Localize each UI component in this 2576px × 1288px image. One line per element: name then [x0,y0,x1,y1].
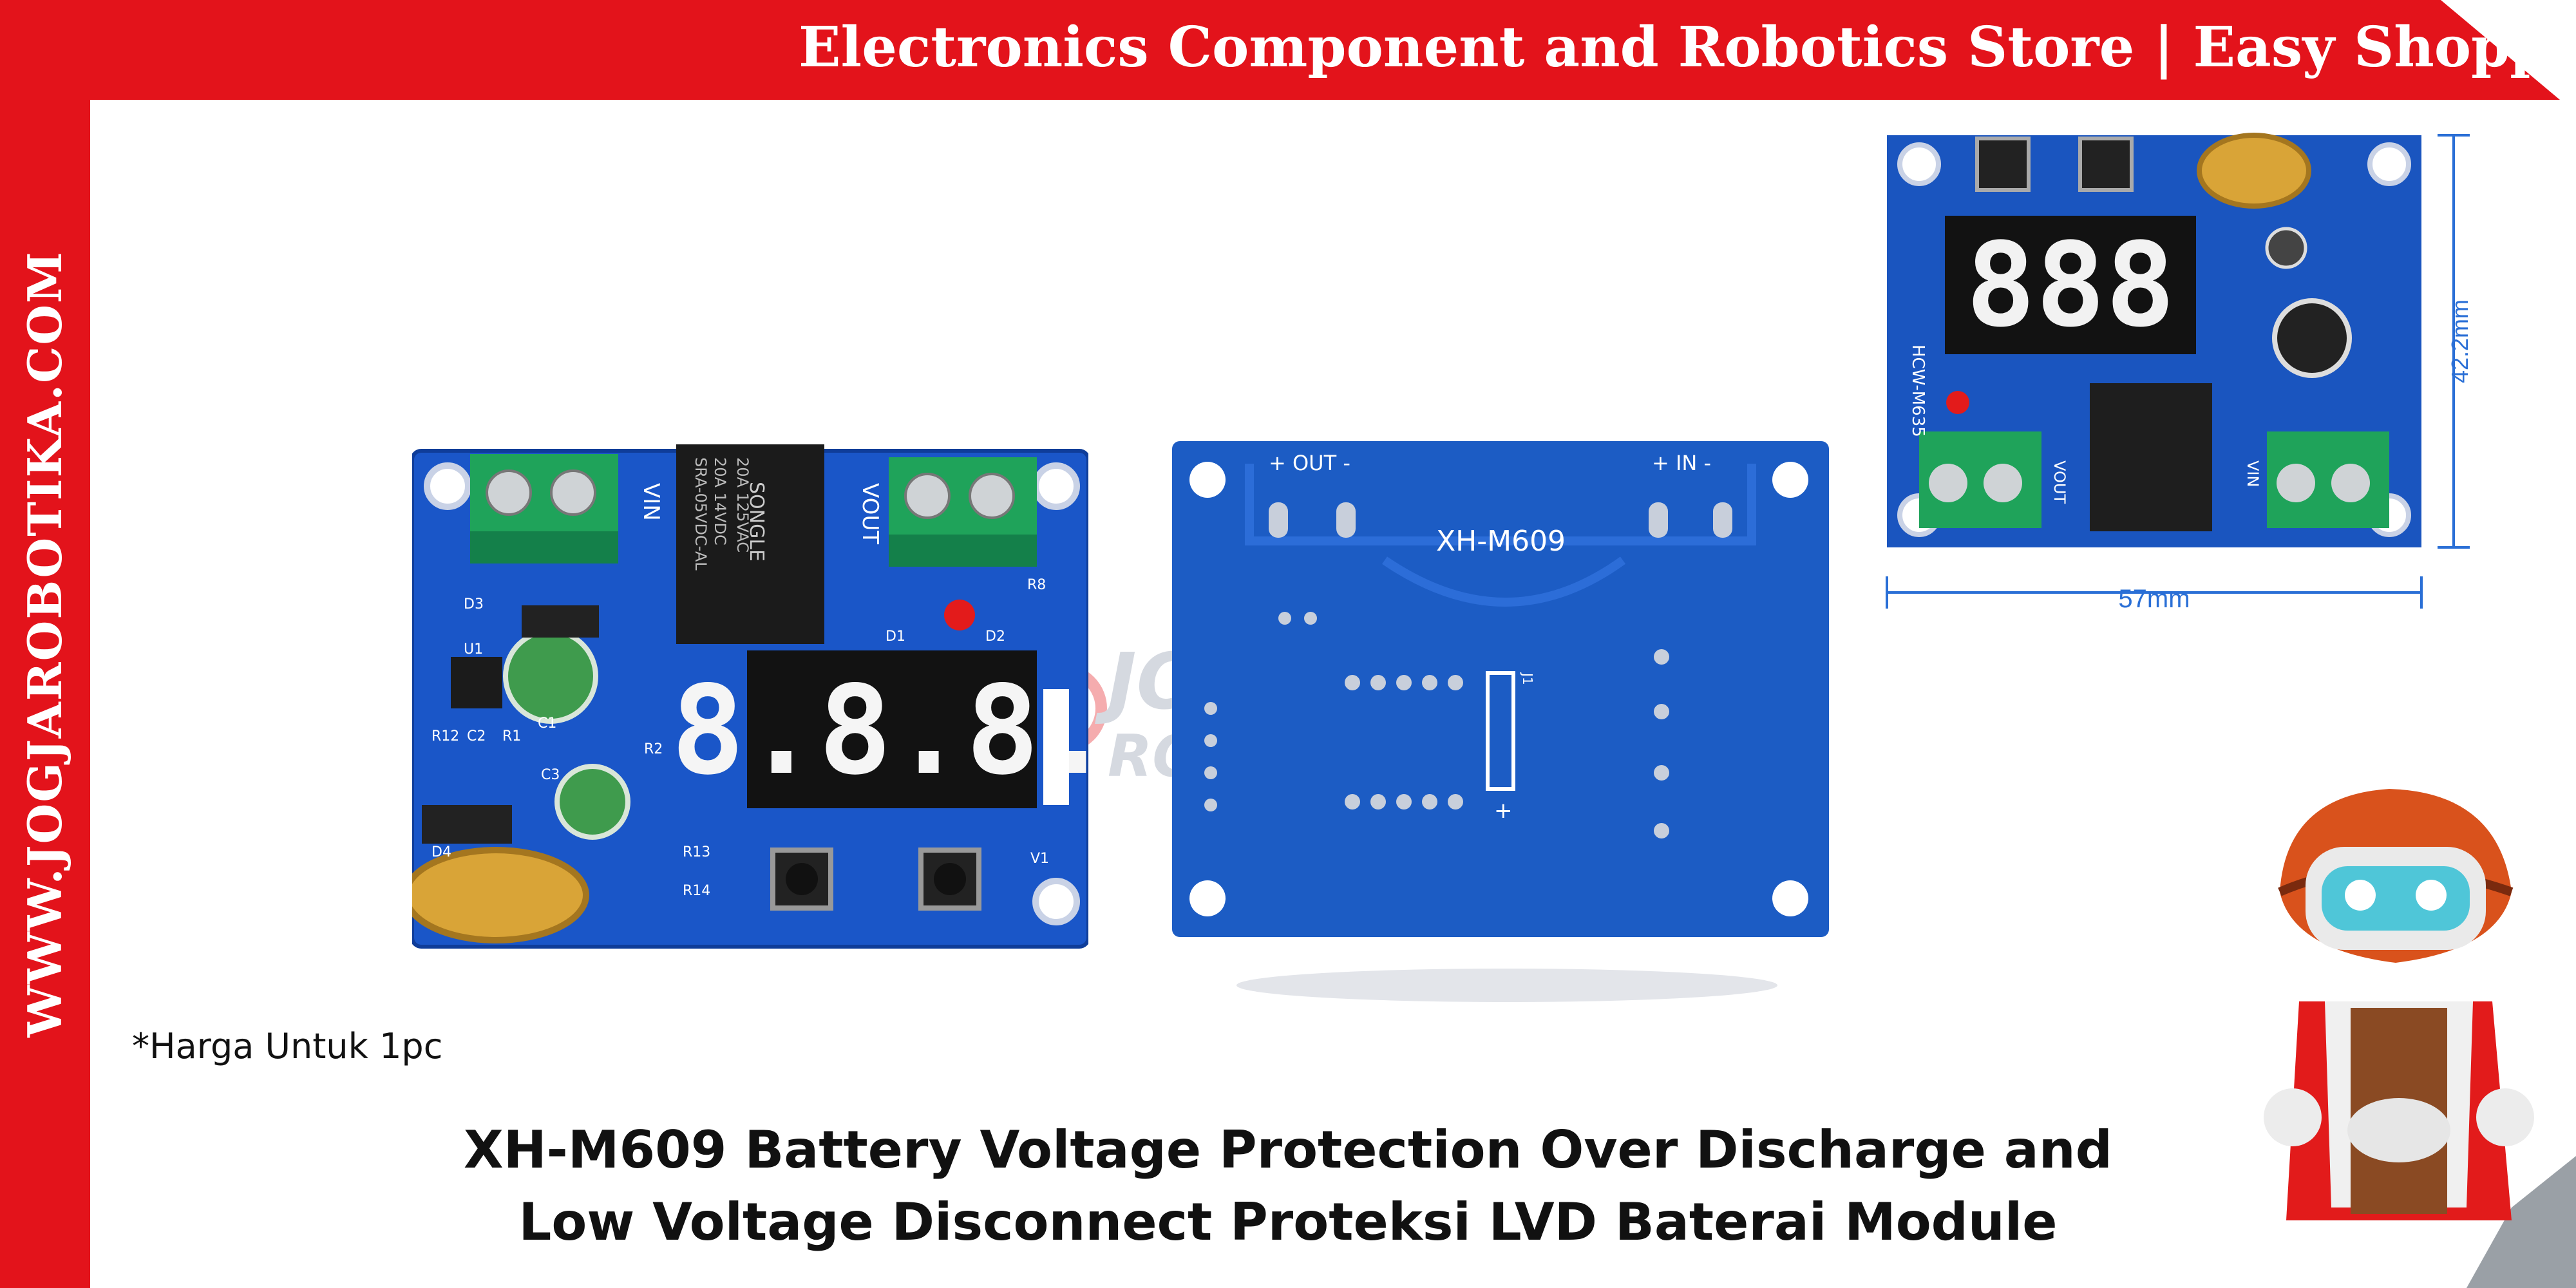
pcb-front-display: 8.8.8. [671,659,1088,802]
label-v1: V1 [1030,851,1049,867]
pcb-back-photo: + OUT - + IN - XH-M609 + J1 [1172,441,1829,1002]
pcb-dim-model: HCW-M635 [1908,345,1927,437]
robot-mascot [2264,789,2576,1288]
price-note: *Harga Untuk 1pc [132,1026,443,1066]
width-dimension-label: 57mm [2118,585,2190,613]
store-tagline: Electronics Component and Robotics Store… [799,15,2576,80]
pcb-front-photo: VIN SONGLE 20A 14VDC 20A 125VAC SRA-05VD… [412,444,1088,949]
website-url: WWW.JOGJAROBOTIKA.COM [17,251,72,1037]
label-d4: D4 [431,844,451,860]
label-r13: R13 [683,844,710,860]
label-u1: U1 [464,641,483,658]
label-r8: R8 [1027,577,1046,593]
product-title-line2: Low Voltage Disconnect Proteksi LVD Bate… [518,1192,2058,1252]
relay-line1: 20A 14VDC [711,457,729,545]
relay-model: SRA-05VDC-AL [692,457,710,571]
relay-line2: 20A 125VAC [734,457,752,553]
pcb-dimension-photo: 888 HCW-M635 VOUT VIN 57mm 42.2mm [1886,133,2473,613]
pcb-front-vout-label: VOUT [857,483,883,544]
label-c2: C2 [467,728,486,744]
pcb-back-connector-label: J1 [1520,672,1535,685]
pcb-dim-vout-label: VOUT [2050,460,2069,504]
pcb-back-in-label: + IN - [1652,451,1711,475]
label-r14: R14 [683,883,710,899]
pcb-front-vin-label: VIN [638,483,664,521]
pcb-dim-vin-label: VIN [2244,460,2262,487]
header-banner [90,0,2560,100]
pcb-back-out-label: + OUT - [1269,451,1350,475]
label-r1: R1 [502,728,521,744]
label-c3: C3 [541,767,560,783]
label-r12: R12 [431,728,459,744]
pcb-back-plus-mark: + [1494,798,1513,824]
label-d2: D2 [985,629,1005,645]
height-dimension-label: 42.2mm [2447,299,2473,383]
label-d1: D1 [886,629,905,645]
label-c1: C1 [538,715,556,732]
label-d3: D3 [464,596,484,612]
pcb-back-model: XH-M609 [1436,525,1566,558]
pcb-dim-display: 888 [1965,218,2175,353]
product-title: XH-M609 Battery Voltage Protection Over … [438,1114,2138,1269]
relay-brand: SONGLE [745,482,768,562]
product-title-line1: XH-M609 Battery Voltage Protection Over … [464,1120,2112,1180]
label-r2: R2 [644,741,663,757]
sidebar-banner [0,0,90,1288]
